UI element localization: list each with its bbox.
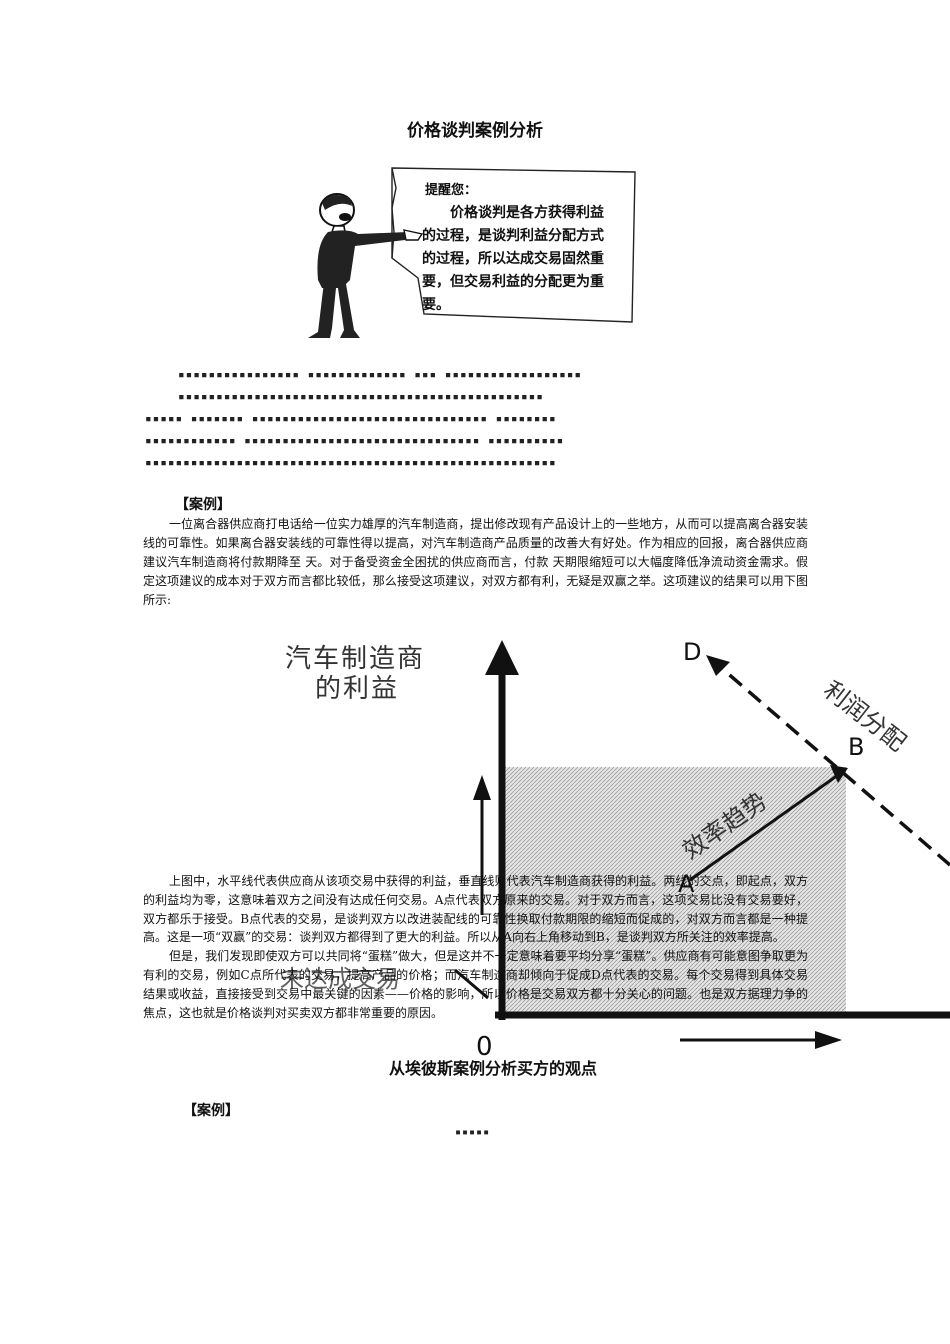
negotiation-diagram: 汽车制造商 的利益 D B A 0 利润分配 效率趋势 未达成交易	[280, 638, 950, 1062]
case-text: 一位离合器供应商打电话给一位实力雄厚的汽车制造商，提出修改现有产品设计上的一些地…	[143, 517, 808, 607]
no-deal-arrow	[454, 968, 489, 1000]
garbled-line: ▪▪▪▪▪▪▪▪▪▪▪▪▪▪▪▪▪▪▪▪▪▪▪▪▪▪▪▪▪▪▪▪▪▪▪▪▪▪▪▪…	[145, 456, 557, 469]
profit-distribution-label: 利润分配	[818, 676, 911, 757]
case-label: 【案例】	[175, 497, 231, 513]
analysis-paragraph: 但是，我们发现即使双方可以共同将“蛋糕”做大，但是这并不一定意味着要平均分享“蛋…	[143, 949, 808, 1020]
page-title: 价格谈判案例分析	[407, 121, 543, 141]
analysis-paragraph: 上图中，水平线代表供应商从该项交易中获得的利益，垂直线则代表汽车制造商获得的利益…	[143, 874, 808, 945]
note-paper	[391, 167, 636, 323]
analysis-text: 上图中，水平线代表供应商从该项交易中获得的利益，垂直线则代表汽车制造商获得的利益…	[143, 872, 808, 1022]
garbled-line: ▪▪▪▪▪▪▪▪▪▪▪▪▪▪▪▪ ▪▪▪▪▪▪▪▪▪▪▪▪▪ ▪▪▪ ▪▪▪▪▪…	[178, 368, 582, 381]
no-deal-label: 未达成交易	[280, 965, 400, 993]
efficiency-arrow	[689, 773, 839, 882]
profit-arrowhead	[706, 655, 730, 676]
section-subtitle: 从埃彼斯案例分析买方的观点	[388, 1059, 597, 1078]
small-vertical-arrowhead	[473, 775, 491, 800]
reminder-label: 提醒您：	[425, 183, 478, 198]
case-label: 【案例】	[183, 1103, 239, 1119]
profit-distribution-line	[716, 663, 950, 867]
reminder-text: 价格谈判是各方获得利益的过程，是谈判利益分配方式的过程，所以达成交易固然重要，但…	[422, 205, 604, 313]
small-horizontal-arrowhead	[815, 1031, 842, 1049]
point-b: B	[848, 733, 864, 761]
point-a: A	[678, 870, 695, 898]
garbled-line: ▪▪▪▪▪▪▪▪▪▪▪▪ ▪▪▪▪▪▪▪▪▪▪▪▪▪▪▪▪▪▪▪▪▪▪▪▪▪▪▪…	[145, 434, 565, 447]
origin-label: 0	[476, 1032, 493, 1062]
y-axis-label-line1: 汽车制造商	[285, 644, 425, 674]
vertical-axis-arrow	[485, 640, 519, 675]
case-paragraph: 一位离合器供应商打电话给一位实力雄厚的汽车制造商，提出修改现有产品设计上的一些地…	[143, 515, 808, 610]
y-axis-label-line2: 的利益	[315, 674, 399, 704]
garbled-line: ▪▪▪▪▪ ▪▪▪▪▪▪▪ ▪▪▪▪▪▪▪▪▪▪▪▪▪▪▪▪▪▪▪▪▪▪▪▪▪▪…	[145, 412, 557, 425]
reminder-illustration: 提醒您： 价格谈判是各方获得利益的过程，是谈判利益分配方式的过程，所以达成交易固…	[300, 160, 640, 345]
efficiency-arrowhead	[830, 765, 848, 783]
footer-dots: ▪▪▪▪▪	[455, 1127, 491, 1138]
point-d: D	[683, 638, 701, 666]
garbled-line: ▪▪▪▪▪▪▪▪▪▪▪▪▪▪▪▪▪▪▪▪▪▪▪▪▪▪▪▪▪▪▪▪▪▪▪▪▪▪▪▪…	[178, 390, 544, 403]
man-pointing-icon	[308, 193, 424, 338]
